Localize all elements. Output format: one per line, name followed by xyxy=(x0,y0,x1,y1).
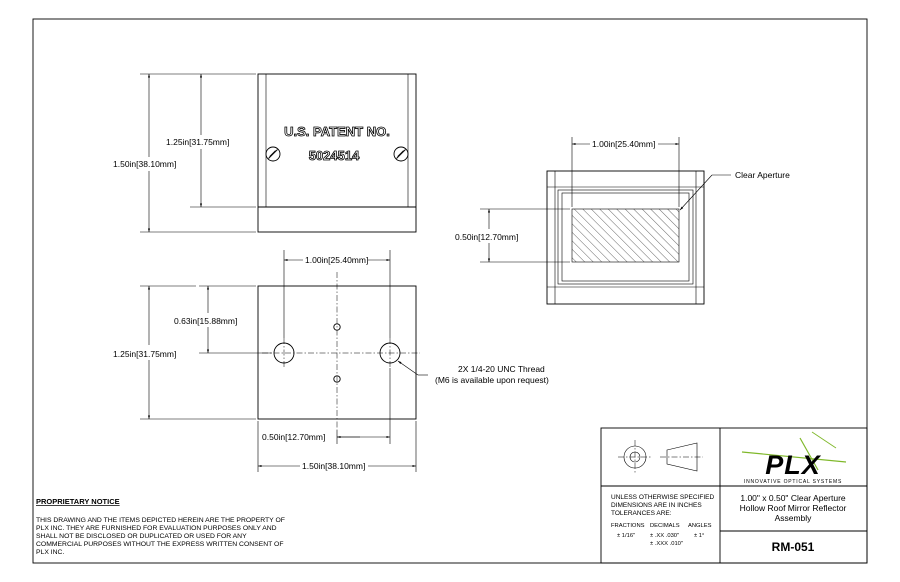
tolerance-decimals-value: ± .XX .030" xyxy=(650,533,679,539)
dim-aperture-width: 1.00in[25.40mm] xyxy=(592,139,655,149)
third-angle-projection-icon xyxy=(618,440,703,474)
tolerance-col-angles: ANGLES xyxy=(688,523,712,529)
plx-logo: PLX INNOVATIVE OPTICAL SYSTEMS xyxy=(741,431,847,485)
proprietary-notice: PROPRIETARY NOTICE THIS DRAWING AND THE … xyxy=(36,497,285,556)
logo-text: PLX xyxy=(765,450,822,480)
notice-title: PROPRIETARY NOTICE xyxy=(36,497,120,506)
dim-bottom-width: 1.50in[38.10mm] xyxy=(302,461,365,471)
description-line: 1.00" x 0.50" Clear Aperture xyxy=(740,493,846,503)
thread-note-line2: (M6 is available upon request) xyxy=(435,375,549,385)
end-view: 1.00in[25.40mm] 0.50in[12.70mm] Clear Ap… xyxy=(455,137,790,305)
notice-line: PLX INC. xyxy=(36,549,64,556)
notice-line: COMMERCIAL PURPOSES WITHOUT THE EXPRESS … xyxy=(36,541,283,548)
bottom-view: 1.00in[25.40mm] 0.63in[15.88mm] 1.25in[3… xyxy=(113,250,549,472)
sheet-border xyxy=(32,18,868,564)
notice-line: PLX INC. THEY ARE FURNISHED FOR EVALUATI… xyxy=(36,525,277,532)
screw-icon xyxy=(393,146,409,162)
pin-hole-top xyxy=(333,323,341,331)
dim-aperture-height: 0.50in[12.70mm] xyxy=(455,232,518,242)
clear-aperture-area xyxy=(571,208,680,263)
tolerance-line: DIMENSIONS ARE IN INCHES xyxy=(611,502,702,509)
tolerance-col-decimals: DECIMALS xyxy=(650,523,680,529)
tolerance-angles-value: ± 1° xyxy=(694,533,704,539)
description-line: Hollow Roof Mirror Reflector xyxy=(740,503,847,513)
tolerance-line: UNLESS OTHERWISE SPECIFIED xyxy=(611,494,714,501)
front-view-body xyxy=(257,73,417,233)
dim-half-width: 0.50in[12.70mm] xyxy=(262,432,325,442)
dim-front-height-total: 1.50in[38.10mm] xyxy=(113,159,176,169)
screw-icon xyxy=(265,146,281,162)
title-block: UNLESS OTHERWISE SPECIFIED DIMENSIONS AR… xyxy=(600,427,868,564)
dim-bottom-height: 1.25in[31.75mm] xyxy=(113,349,176,359)
patent-engraving-line1: U.S. PATENT NO. xyxy=(284,124,390,139)
notice-line: SHALL NOT BE DISCLOSED OR DUPLICATED OR … xyxy=(36,533,247,540)
clear-aperture-label: Clear Aperture xyxy=(735,170,790,180)
dim-hole-spacing: 1.00in[25.40mm] xyxy=(305,255,368,265)
dim-front-height-upper: 1.25in[31.75mm] xyxy=(166,137,229,147)
notice-line: THIS DRAWING AND THE ITEMS DEPICTED HERE… xyxy=(36,517,285,524)
end-view-body xyxy=(546,170,705,305)
tolerance-col-fractions: FRACTIONS xyxy=(611,523,645,529)
front-view: U.S. PATENT NO. 5024514 1.50in[38.10mm] … xyxy=(113,73,417,233)
description-line: Assembly xyxy=(775,513,813,523)
tolerance-line: TOLERANCES ARE: xyxy=(611,510,672,517)
pin-hole-bottom xyxy=(333,375,341,383)
part-number: RM-051 xyxy=(772,540,815,554)
tolerance-fractions-value: ± 1/16" xyxy=(617,533,635,539)
logo-tagline: INNOVATIVE OPTICAL SYSTEMS xyxy=(744,479,842,485)
thread-note-line1: 2X 1/4-20 UNC Thread xyxy=(458,364,545,374)
tolerance-decimals-value: ± .XXX .010" xyxy=(650,541,683,547)
dim-hole-offset: 0.63in[15.88mm] xyxy=(174,316,237,326)
patent-engraving-line2: 5024514 xyxy=(309,148,360,163)
